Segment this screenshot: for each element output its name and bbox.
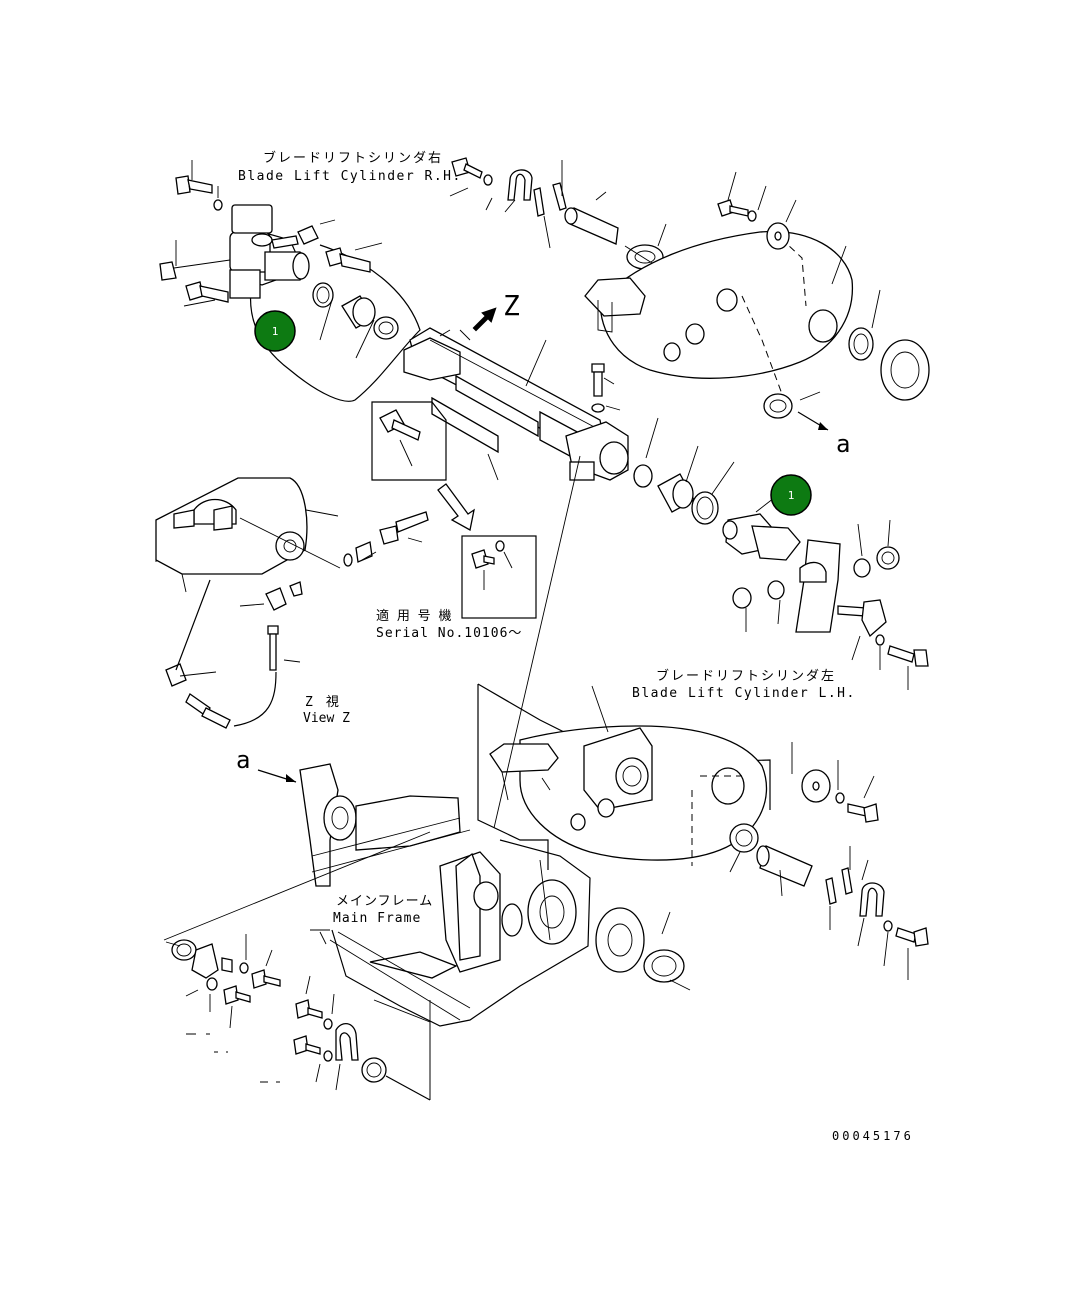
serial-arrow-icon (437, 483, 475, 532)
callout-1-left-label: 1 (272, 325, 279, 338)
callout-1-left[interactable]: 1 (254, 310, 296, 352)
boxed-bolt-center (371, 401, 447, 481)
blade-lift-lh-jp: ブレードリフトシリンダ左 (656, 668, 836, 684)
view-z-jp: Z 視 (305, 695, 339, 710)
callout-1-right[interactable]: 1 (770, 474, 812, 516)
bottom-left-hardware (165, 934, 431, 1101)
rh-bracket-plate (584, 171, 930, 431)
blade-lift-rh-label: ブレードリフトシリンダ右 Blade Lift Cylinder R.H. (238, 150, 462, 184)
ref-a-bottom: a (236, 746, 250, 774)
center-bolt-washer (591, 363, 621, 413)
callout-1-right-label: 1 (788, 489, 795, 502)
main-frame-en: Main Frame (333, 911, 421, 926)
blade-lift-lh-label: ブレードリフトシリンダ左 Blade Lift Cylinder L.H. (632, 668, 856, 701)
rh-cylinder-body (403, 327, 629, 481)
main-frame-jp: メインフレーム (336, 894, 433, 909)
main-frame-label: メインフレーム Main Frame (333, 894, 433, 926)
arrow-z-letter: Z (503, 289, 520, 322)
blade-lift-rh-jp: ブレードリフトシリンダ右 (263, 150, 443, 166)
serial-jp: 適 用 号 機 (376, 608, 451, 624)
upper-pin-hardware (449, 157, 667, 270)
bottom-flange (595, 907, 691, 991)
lh-bracket-plate (477, 683, 929, 980)
view-z-en: View Z (303, 711, 350, 726)
connection-lines (163, 455, 581, 1100)
serial-label: 適 用 号 機 Serial No.10106～ (376, 608, 522, 641)
view-z-detail (155, 477, 429, 729)
lh-cylinder-head-group (633, 417, 929, 690)
drawing-number: 00045176 (832, 1129, 914, 1143)
serial-en: Serial No.10106～ (376, 626, 522, 641)
ref-a-top: a (836, 430, 850, 458)
blade-lift-lh-en: Blade Lift Cylinder L.H. (632, 686, 856, 701)
blade-lift-rh-en: Blade Lift Cylinder R.H. (238, 169, 462, 184)
view-z-label: Z 視 View Z (303, 695, 350, 726)
rh-cylinder-head-group (159, 160, 421, 402)
view-z-arrow-icon (472, 307, 497, 332)
serial-box (461, 535, 537, 619)
